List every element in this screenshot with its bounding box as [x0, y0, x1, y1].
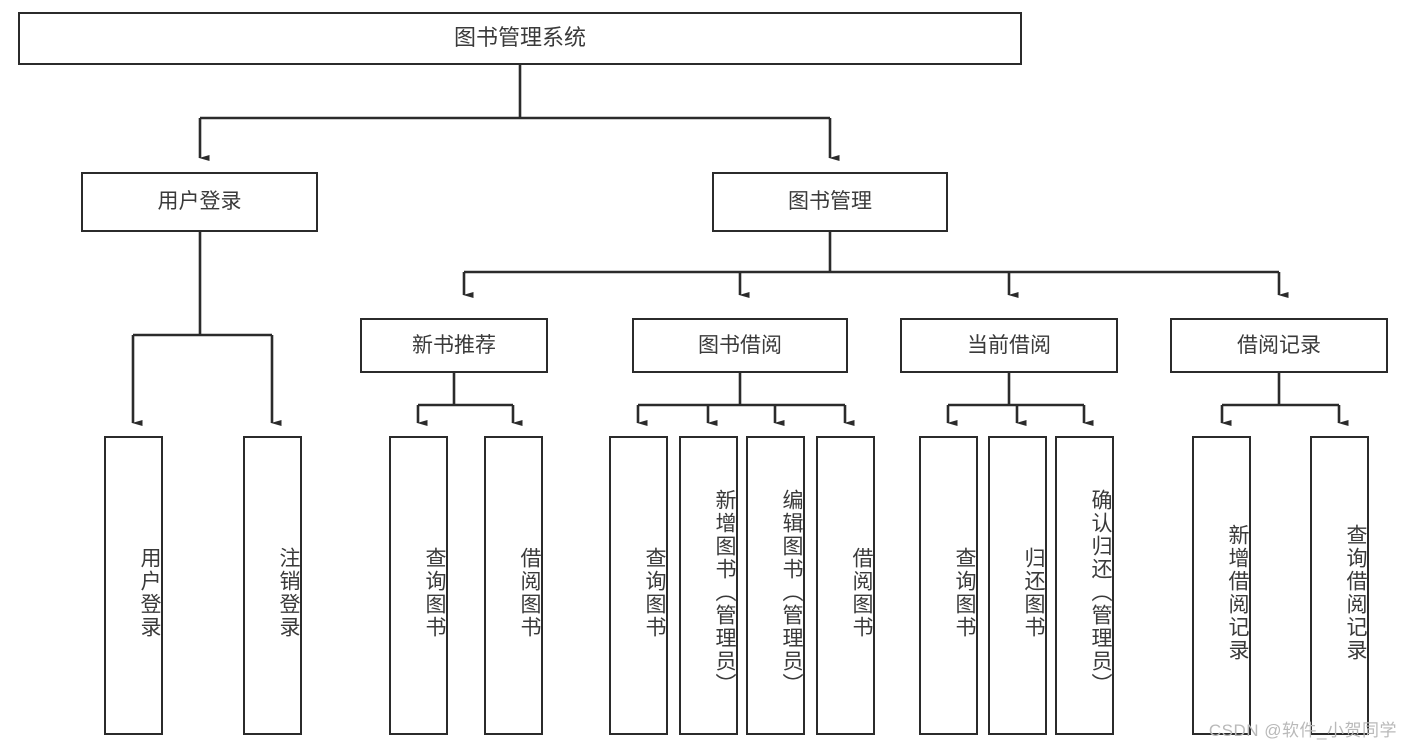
- node-leaf-query-book-3-label: 查询图书: [953, 546, 976, 639]
- node-user-login-label: 用户登录: [157, 190, 242, 214]
- node-book-borrow[interactable]: 图书借阅: [632, 318, 848, 373]
- node-current-borrow[interactable]: 当前借阅: [900, 318, 1118, 373]
- node-leaf-borrow-book-1[interactable]: 借阅图书: [484, 436, 543, 735]
- node-current-borrow-label: 当前借阅: [967, 333, 1051, 357]
- node-borrow-record[interactable]: 借阅记录: [1170, 318, 1388, 373]
- node-root-label: 图书管理系统: [453, 25, 586, 51]
- node-leaf-add-record[interactable]: 新增借阅记录: [1192, 436, 1251, 735]
- node-root[interactable]: 图书管理系统: [18, 12, 1022, 65]
- node-leaf-user-login[interactable]: 用户登录: [104, 436, 163, 735]
- node-leaf-query-book-1[interactable]: 查询图书: [389, 436, 448, 735]
- node-leaf-query-record[interactable]: 查询借阅记录: [1310, 436, 1369, 735]
- node-leaf-query-book-1-label: 查询图书: [423, 546, 446, 639]
- node-leaf-user-login-label: 用户登录: [138, 546, 161, 639]
- node-leaf-borrow-book-2[interactable]: 借阅图书: [816, 436, 875, 735]
- node-new-book-recommend[interactable]: 新书推荐: [360, 318, 548, 373]
- node-leaf-add-book[interactable]: 新增图书（管理员）: [679, 436, 738, 735]
- node-leaf-query-book-2[interactable]: 查询图书: [609, 436, 668, 735]
- node-leaf-query-book-2-label: 查询图书: [643, 546, 666, 639]
- node-leaf-edit-book[interactable]: 编辑图书（管理员）: [746, 436, 805, 735]
- node-leaf-add-book-label: 新增图书（管理员）: [713, 489, 736, 696]
- node-user-login[interactable]: 用户登录: [81, 172, 318, 232]
- node-leaf-edit-book-label: 编辑图书（管理员）: [780, 489, 803, 696]
- node-book-management-label: 图书管理: [788, 190, 872, 214]
- node-borrow-record-label: 借阅记录: [1237, 333, 1321, 357]
- node-leaf-confirm-return[interactable]: 确认归还（管理员）: [1055, 436, 1114, 735]
- node-leaf-add-record-label: 新增借阅记录: [1226, 523, 1249, 662]
- node-book-management[interactable]: 图书管理: [712, 172, 948, 232]
- node-leaf-confirm-return-label: 确认归还（管理员）: [1089, 489, 1112, 696]
- node-leaf-borrow-book-2-label: 借阅图书: [850, 546, 873, 639]
- node-leaf-return-book[interactable]: 归还图书: [988, 436, 1047, 735]
- node-new-book-recommend-label: 新书推荐: [412, 333, 496, 357]
- node-leaf-logout-login-label: 注销登录: [277, 546, 300, 639]
- node-leaf-query-book-3[interactable]: 查询图书: [919, 436, 978, 735]
- node-leaf-logout-login[interactable]: 注销登录: [243, 436, 302, 735]
- node-leaf-return-book-label: 归还图书: [1022, 546, 1045, 639]
- node-leaf-query-record-label: 查询借阅记录: [1344, 523, 1367, 662]
- watermark-text: CSDN @软件_小贺同学: [1208, 721, 1397, 740]
- node-book-borrow-label: 图书借阅: [698, 333, 782, 357]
- node-leaf-borrow-book-1-label: 借阅图书: [518, 546, 541, 639]
